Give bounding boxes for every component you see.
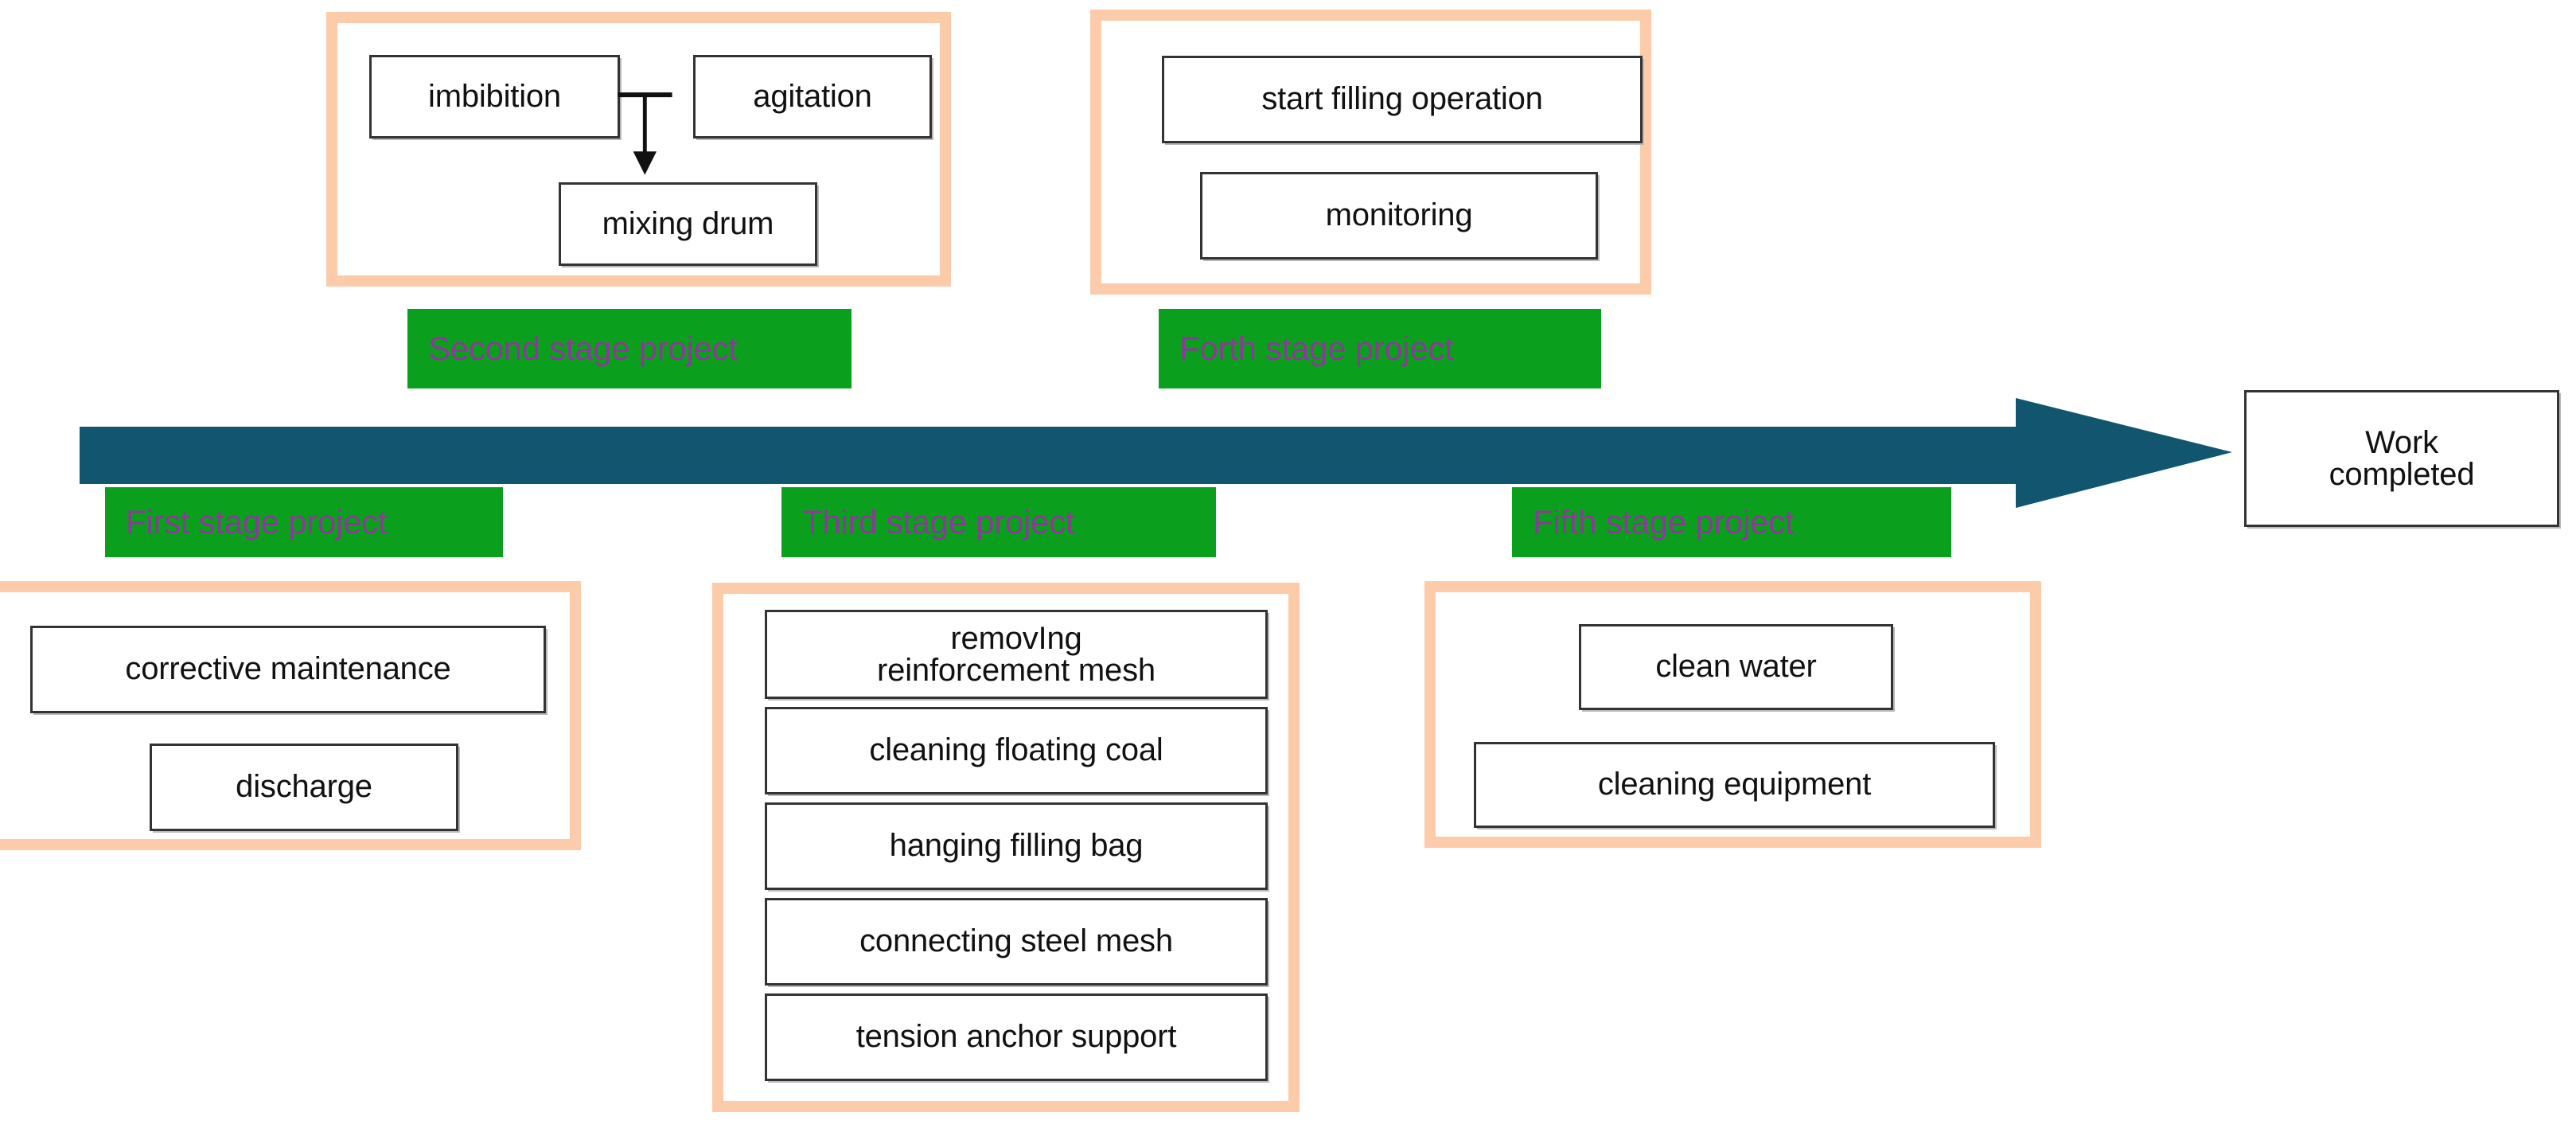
- box-connecting-steel-mesh[interactable]: connecting steel mesh: [765, 898, 1268, 986]
- box-work-completed[interactable]: Work completed: [2244, 390, 2559, 527]
- box-clean-water[interactable]: clean water: [1579, 624, 1893, 710]
- box-removing-reinforcement-mesh[interactable]: removIng reinforcement mesh: [765, 610, 1268, 699]
- box-start-filling-operation[interactable]: start filling operation: [1162, 56, 1643, 143]
- group-first-stage: corrective maintenance discharge: [0, 581, 581, 850]
- stage-tag-fifth: Fifth stage project: [1512, 487, 1951, 557]
- stage-tag-first: First stage project: [105, 487, 503, 557]
- work-completed-line2: completed: [2329, 457, 2475, 492]
- group-first-stage-inner: corrective maintenance discharge: [0, 592, 570, 839]
- work-completed-line1: Work: [2365, 425, 2438, 460]
- group-forth-stage-inner: start filling operation monitoring: [1101, 21, 1643, 283]
- group-second-stage-inner: imbibition agitation mixing drum: [337, 23, 940, 275]
- box-corrective-maintenance[interactable]: corrective maintenance: [30, 626, 546, 713]
- box-cleaning-floating-coal[interactable]: cleaning floating coal: [765, 707, 1268, 794]
- group-third-stage-inner: removIng reinforcement mesh cleaning flo…: [723, 594, 1288, 1101]
- group-fifth-stage: clean water cleaning equipment: [1424, 581, 2041, 848]
- box-monitoring[interactable]: monitoring: [1200, 172, 1598, 260]
- box-tension-anchor-support[interactable]: tension anchor support: [765, 993, 1268, 1081]
- group-fifth-stage-inner: clean water cleaning equipment: [1436, 592, 2030, 837]
- box-cleaning-equipment[interactable]: cleaning equipment: [1474, 742, 1995, 828]
- box-mixing-drum[interactable]: mixing drum: [559, 182, 817, 266]
- connector-to-mixing-drum: [618, 92, 672, 175]
- stage-tag-forth: Forth stage project: [1159, 309, 1601, 388]
- timeline-arrow: [80, 398, 2232, 508]
- box-hanging-filling-bag[interactable]: hanging filling bag: [765, 802, 1268, 890]
- group-second-stage: imbibition agitation mixing drum: [326, 12, 951, 287]
- box-imbibition[interactable]: imbibition: [369, 55, 620, 139]
- group-third-stage: removIng reinforcement mesh cleaning flo…: [712, 583, 1300, 1112]
- removing-mesh-line2: reinforcement mesh: [877, 653, 1155, 688]
- box-agitation[interactable]: agitation: [693, 55, 932, 139]
- stage-tag-second: Second stage project: [407, 309, 852, 388]
- group-forth-stage: start filling operation monitoring: [1090, 10, 1651, 295]
- stage-tag-third: Third stage project: [781, 487, 1216, 557]
- box-discharge[interactable]: discharge: [150, 744, 458, 831]
- removing-mesh-line1: removIng: [950, 621, 1082, 656]
